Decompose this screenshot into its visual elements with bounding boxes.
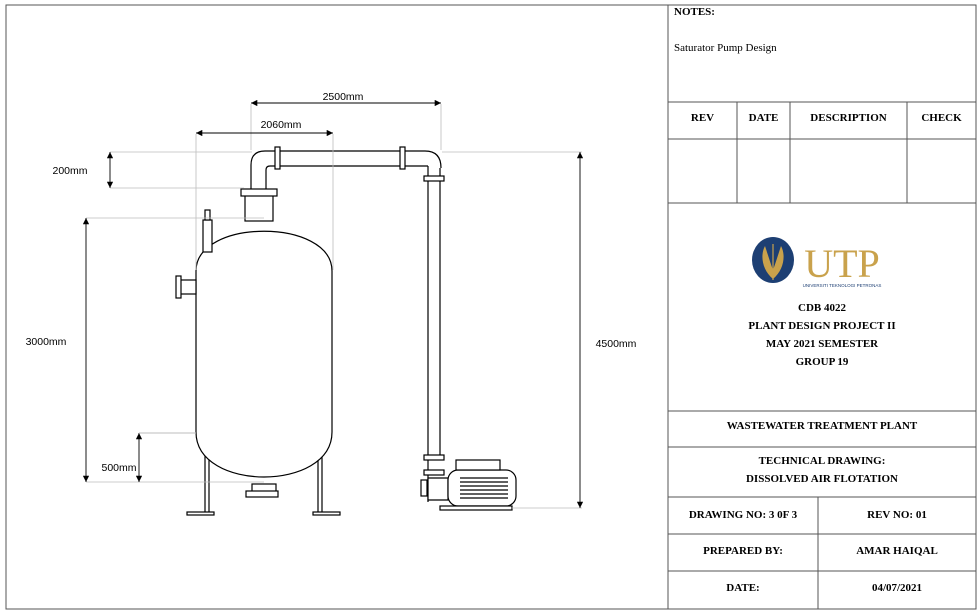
dim-3000-label: 3000mm [26,336,67,348]
saturator-vessel [175,188,341,516]
notes-text: Saturator Pump Design [674,42,777,54]
rev-header-rev: REV [690,112,715,124]
drawing-title-line-1: TECHNICAL DRAWING: [758,455,886,467]
title-block-grid [667,5,976,609]
semester: MAY 2021 SEMESTER [765,338,879,350]
prepared-by-value: AMAR HAIQAL [856,545,938,557]
dim-200-label: 200mm [52,165,87,177]
date-value: 04/07/2021 [871,582,923,594]
drawing-title-line-2: DISSOLVED AIR FLOTATION [745,473,898,485]
revision-number: REV NO: 01 [867,509,927,521]
rev-header-date: DATE [748,112,779,124]
date-label: DATE: [726,582,760,594]
drawing-number: DRAWING NO: 3 0F 3 [688,509,798,521]
dim-500-label: 500mm [101,462,136,474]
course-code: CDB 4022 [798,302,846,314]
pump-motor-assembly [420,459,517,511]
utp-logo-subtext: UNIVERSITI TEKNOLOGI PETRONAS [803,283,882,288]
notes-label: NOTES: [674,6,715,18]
utp-logo: UTP UNIVERSITI TEKNOLOGI PETRONAS [752,237,881,288]
dim-4500-label: 4500mm [596,338,637,350]
utp-logo-text: UTP [804,241,880,286]
rev-header-check: CHECK [921,112,962,124]
dim-2060-label: 2060mm [261,119,302,131]
group: GROUP 19 [795,356,849,368]
dimension-lines [82,99,584,508]
extension-lines [86,104,582,509]
dim-2500-label: 2500mm [323,91,364,103]
project-title: WASTEWATER TREATMENT PLANT [726,420,918,432]
course-name: PLANT DESIGN PROJECT II [748,320,896,332]
sheet-border [5,4,977,610]
rev-header-description: DESCRIPTION [810,112,887,124]
prepared-by-label: PREPARED BY: [703,545,783,557]
discharge-piping [250,146,445,502]
